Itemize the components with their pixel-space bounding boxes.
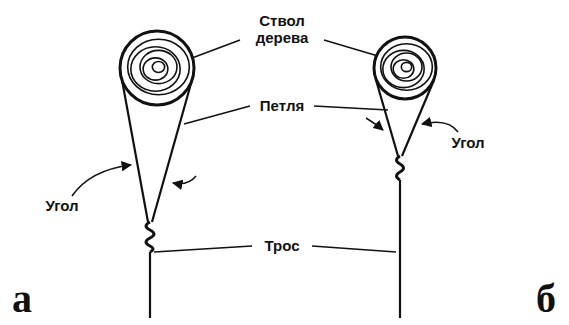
leader-lines — [72, 40, 458, 252]
tree-trunk — [120, 31, 194, 105]
part-label: Петля — [260, 97, 304, 114]
tree-ring — [393, 60, 414, 79]
tree-ring — [401, 62, 411, 71]
knot — [397, 156, 404, 180]
tree-ring — [143, 58, 168, 80]
figure-letter: а — [12, 278, 32, 320]
figure-letter: б — [536, 278, 556, 320]
tree-ring — [140, 50, 177, 83]
rope — [149, 252, 151, 318]
tree-trunk — [374, 37, 436, 99]
tree-ring — [152, 61, 164, 72]
tree-ring — [383, 50, 424, 87]
angle-label: Угол — [451, 134, 484, 151]
rope-loop — [376, 80, 434, 156]
part-label: Трос — [264, 237, 299, 254]
tree-ring — [131, 47, 180, 91]
knot — [146, 222, 154, 252]
rope-loop — [122, 80, 192, 222]
tree-ring — [391, 53, 422, 81]
angle-label: Угол — [45, 197, 78, 214]
tree-ring — [381, 44, 433, 91]
rope — [399, 180, 401, 318]
part-label: Ствол дерева — [247, 12, 317, 46]
tree-ring — [128, 39, 190, 95]
